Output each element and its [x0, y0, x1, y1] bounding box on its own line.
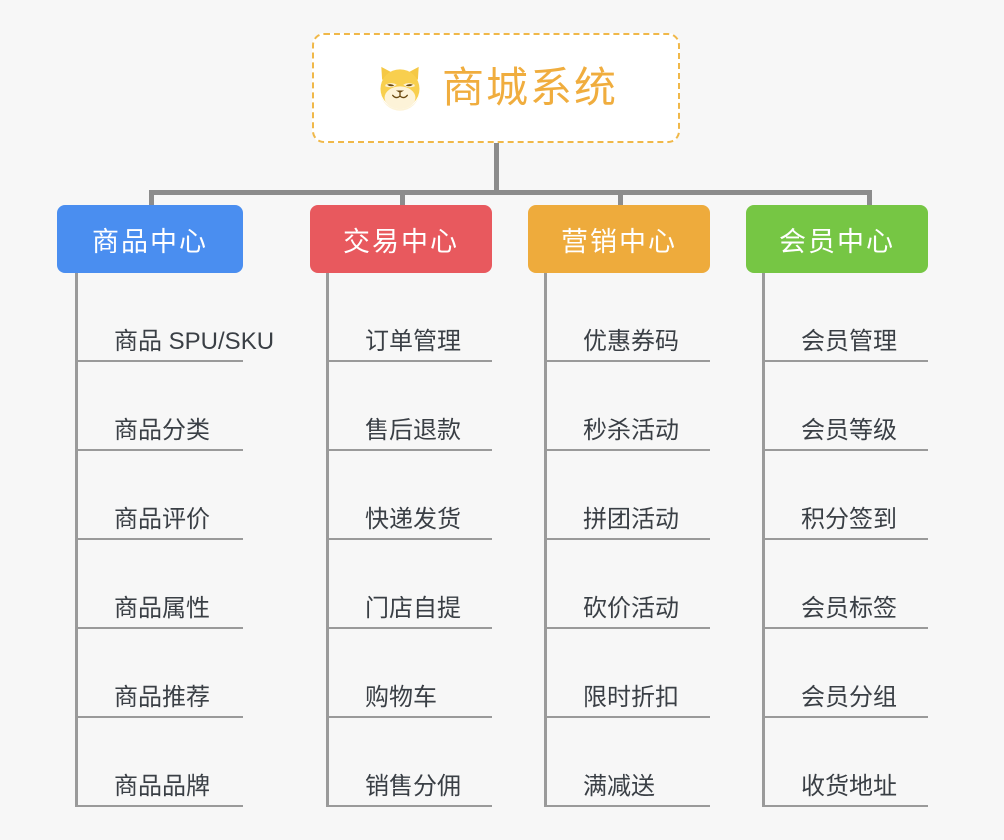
connector-horizontal-bus: [149, 190, 872, 195]
root-title: 商城系统: [441, 64, 618, 111]
connector-drop-trade-center: [400, 190, 405, 210]
leaf-label: 商品推荐: [114, 683, 210, 711]
category-label: 商品中心: [92, 226, 208, 257]
leaf-item[interactable]: 商品分类: [78, 362, 243, 451]
branch-column-marketing-center: 营销中心 优惠券码 秒杀活动 拼团活动 砍价活动 限时折扣 满减送: [528, 205, 710, 807]
leaf-label: 积分签到: [801, 505, 897, 533]
category-header-trade-center[interactable]: 交易中心: [310, 205, 492, 273]
category-header-member-center[interactable]: 会员中心: [746, 205, 928, 273]
leaf-label: 商品属性: [114, 594, 210, 622]
leaf-item[interactable]: 会员分组: [765, 629, 928, 718]
leaf-list-marketing-center: 优惠券码 秒杀活动 拼团活动 砍价活动 限时折扣 满减送: [544, 273, 710, 807]
leaf-item[interactable]: 商品属性: [78, 540, 243, 629]
category-header-marketing-center[interactable]: 营销中心: [528, 205, 710, 273]
leaf-label: 秒杀活动: [583, 416, 679, 444]
category-label: 会员中心: [779, 226, 895, 257]
leaf-label: 会员等级: [801, 416, 897, 444]
leaf-item[interactable]: 限时折扣: [547, 629, 710, 718]
leaf-label: 优惠券码: [583, 327, 679, 355]
connector-drop-member-center: [867, 190, 872, 210]
leaf-label: 会员标签: [801, 594, 897, 622]
category-header-product-center[interactable]: 商品中心: [57, 205, 243, 273]
leaf-item[interactable]: 收货地址: [765, 718, 928, 807]
leaf-label: 商品 SPU/SKU: [114, 327, 275, 355]
leaf-label: 商品分类: [114, 416, 210, 444]
leaf-item[interactable]: 商品 SPU/SKU: [78, 273, 274, 362]
branch-column-trade-center: 交易中心 订单管理 售后退款 快递发货 门店自提 购物车 销售分佣: [310, 205, 492, 807]
leaf-item[interactable]: 会员等级: [765, 362, 928, 451]
leaf-item[interactable]: 满减送: [547, 718, 710, 807]
leaf-label: 商品评价: [114, 505, 210, 533]
connector-drop-product-center: [149, 190, 154, 210]
leaf-list-product-center: 商品 SPU/SKU 商品分类 商品评价 商品属性 商品推荐 商品品牌: [75, 273, 274, 807]
leaf-label: 砍价活动: [583, 594, 679, 622]
leaf-item[interactable]: 会员管理: [765, 273, 928, 362]
root-node-shop-system[interactable]: 商城系统: [312, 33, 680, 143]
leaf-list-member-center: 会员管理 会员等级 积分签到 会员标签 会员分组 收货地址: [762, 273, 928, 807]
leaf-item[interactable]: 拼团活动: [547, 451, 710, 540]
leaf-item[interactable]: 砍价活动: [547, 540, 710, 629]
leaf-label: 限时折扣: [583, 683, 679, 711]
leaf-item[interactable]: 积分签到: [765, 451, 928, 540]
leaf-label: 快递发货: [365, 505, 461, 533]
leaf-item[interactable]: 秒杀活动: [547, 362, 710, 451]
leaf-item[interactable]: 商品评价: [78, 451, 243, 540]
leaf-item[interactable]: 售后退款: [329, 362, 492, 451]
leaf-label: 购物车: [365, 683, 437, 711]
leaf-label: 售后退款: [365, 416, 461, 444]
category-label: 交易中心: [343, 226, 459, 257]
leaf-item[interactable]: 会员标签: [765, 540, 928, 629]
leaf-item[interactable]: 购物车: [329, 629, 492, 718]
leaf-item[interactable]: 商品品牌: [78, 718, 243, 807]
shiba-dog-icon: [380, 66, 420, 111]
leaf-item[interactable]: 商品推荐: [78, 629, 243, 718]
leaf-list-trade-center: 订单管理 售后退款 快递发货 门店自提 购物车 销售分佣: [326, 273, 492, 807]
leaf-label: 拼团活动: [583, 505, 679, 533]
leaf-label: 销售分佣: [365, 772, 461, 800]
category-label: 营销中心: [561, 226, 677, 257]
branch-column-product-center: 商品中心 商品 SPU/SKU 商品分类 商品评价 商品属性 商品推荐 商品品牌: [57, 205, 274, 807]
leaf-item[interactable]: 门店自提: [329, 540, 492, 629]
leaf-label: 会员分组: [801, 683, 897, 711]
branch-column-member-center: 会员中心 会员管理 会员等级 积分签到 会员标签 会员分组 收货地址: [746, 205, 928, 807]
leaf-item[interactable]: 优惠券码: [547, 273, 710, 362]
leaf-label: 商品品牌: [114, 772, 210, 800]
leaf-label: 门店自提: [365, 594, 461, 622]
leaf-label: 订单管理: [365, 327, 461, 355]
leaf-item[interactable]: 快递发货: [329, 451, 492, 540]
connector-drop-marketing-center: [618, 190, 623, 210]
connector-root-stem: [494, 143, 499, 193]
leaf-label: 满减送: [583, 772, 655, 800]
leaf-label: 会员管理: [801, 327, 897, 355]
leaf-item[interactable]: 销售分佣: [329, 718, 492, 807]
leaf-label: 收货地址: [801, 772, 897, 800]
leaf-item[interactable]: 订单管理: [329, 273, 492, 362]
